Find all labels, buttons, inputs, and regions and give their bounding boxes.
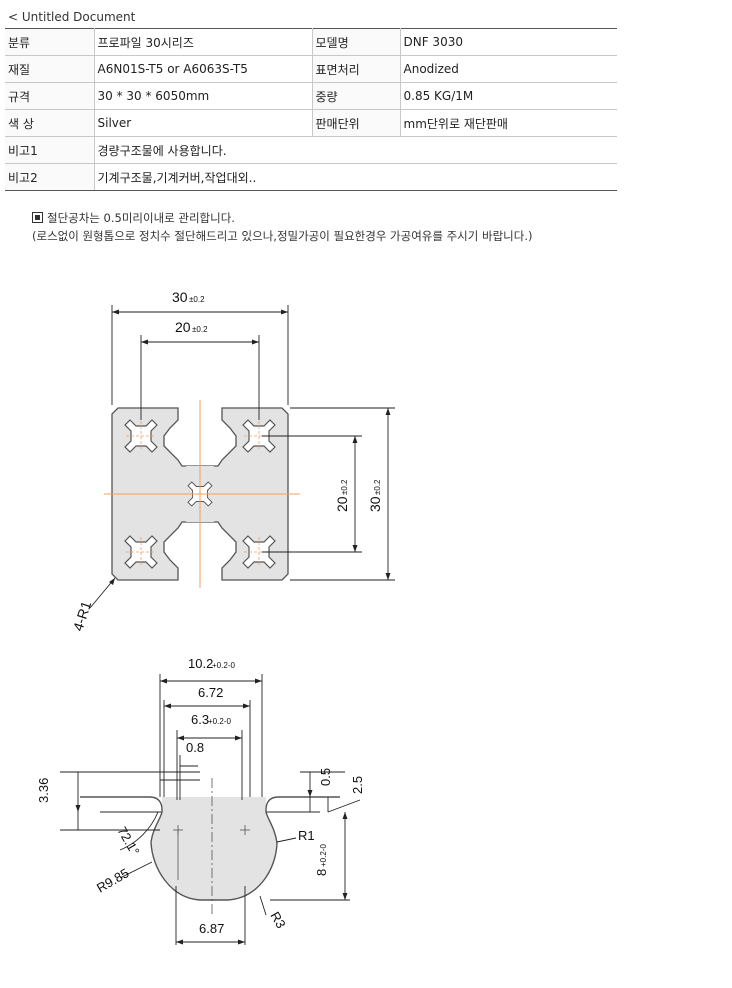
dim-height-20-tol: ±0.2 xyxy=(340,479,349,495)
bullet-square-icon xyxy=(32,212,43,223)
dim-height-20: 20 xyxy=(334,496,350,512)
dim-8: 8 xyxy=(314,869,329,876)
spec-label: 비고1 xyxy=(5,136,95,164)
dim-r1: R1 xyxy=(298,828,315,843)
dim-10-2: 10.2 xyxy=(188,656,213,671)
dim-2-5: 2.5 xyxy=(350,776,365,794)
spec-value: 0.85 KG/1M xyxy=(400,82,617,110)
table-row: 분류 프로파일 30시리즈 모델명 DNF 3030 xyxy=(5,28,617,56)
dim-0-5: 0.5 xyxy=(318,768,333,786)
dim-6-72: 6.72 xyxy=(198,685,223,700)
spec-value: DNF 3030 xyxy=(400,28,617,56)
spec-label: 비고2 xyxy=(5,163,95,191)
spec-label: 규격 xyxy=(5,82,95,110)
spec-value: 30 * 30 * 6050mm xyxy=(94,82,313,110)
arrowheads xyxy=(109,309,391,585)
slot-detail xyxy=(80,778,340,915)
spec-value: mm단위로 재단판매 xyxy=(400,109,617,137)
spec-label: 표면처리 xyxy=(312,55,401,83)
spec-label: 모델명 xyxy=(312,28,401,56)
dim-width-30: 30 xyxy=(172,289,188,305)
dim-8-tol: +0.2-0 xyxy=(319,844,328,867)
profile-dimensions xyxy=(89,305,395,609)
spec-value: 프로파일 30시리즈 xyxy=(94,28,313,56)
cut-tolerance-note: 절단공차는 0.5미리이내로 관리합니다. xyxy=(32,210,235,226)
dim-width-20-tol: ±0.2 xyxy=(192,325,208,334)
dim-r3: R3 xyxy=(267,909,288,931)
dim-6-3: 6.3 xyxy=(191,712,209,727)
spec-label: 재질 xyxy=(5,55,95,83)
dim-10-2-tol: +0.2-0 xyxy=(212,661,235,670)
dim-6-3-tol: +0.2-0 xyxy=(208,717,231,726)
spec-label: 분류 xyxy=(5,28,95,56)
table-row: 비고2 기계구조물,기계커버,작업대외.. xyxy=(5,163,617,191)
spec-label: 중량 xyxy=(312,82,401,110)
table-row: 규격 30 * 30 * 6050mm 중량 0.85 KG/1M xyxy=(5,82,617,110)
spec-table: 분류 프로파일 30시리즈 모델명 DNF 3030 재질 A6N01S-T5 … xyxy=(5,28,617,191)
dim-radius-4r1: 4-R1 xyxy=(70,599,95,633)
spec-label: 판매단위 xyxy=(312,109,401,137)
profile-cross-section xyxy=(104,400,300,588)
table-row: 재질 A6N01S-T5 or A6063S-T5 표면처리 Anodized xyxy=(5,55,617,83)
spec-label: 색 상 xyxy=(5,109,95,137)
dim-3-36: 3.36 xyxy=(36,778,51,803)
slot-arrowheads xyxy=(75,678,348,945)
spec-value: 기계구조물,기계커버,작업대외.. xyxy=(94,163,617,191)
page-title-text: Untitled Document xyxy=(21,10,136,24)
dim-height-30-tol: ±0.2 xyxy=(373,479,382,495)
note-line1: 절단공차는 0.5미리이내로 관리합니다. xyxy=(47,211,235,225)
dim-0-8: 0.8 xyxy=(186,740,204,755)
dim-width-20: 20 xyxy=(175,319,191,335)
dim-height-30: 30 xyxy=(367,496,383,512)
dim-angle: 72.1° xyxy=(114,824,142,858)
spec-value: Anodized xyxy=(400,55,617,83)
spec-value: 경량구조물에 사용합니다. xyxy=(94,136,617,164)
dim-width-30-tol: ±0.2 xyxy=(189,295,205,304)
dim-6-87: 6.87 xyxy=(199,921,224,936)
table-row: 비고1 경량구조물에 사용합니다. xyxy=(5,136,617,164)
spec-value: Silver xyxy=(94,109,313,137)
back-icon[interactable]: < xyxy=(8,10,19,24)
table-row: 색 상 Silver 판매단위 mm단위로 재단판매 xyxy=(5,109,617,137)
page-title[interactable]: < Untitled Document xyxy=(8,10,135,24)
spec-value: A6N01S-T5 or A6063S-T5 xyxy=(94,55,313,83)
dim-r9-85: R9.85 xyxy=(94,865,132,895)
cut-tolerance-subnote: (로스없이 원형톱으로 정치수 절단해드리고 있으나,정밀가공이 필요한경우 가… xyxy=(32,229,533,243)
